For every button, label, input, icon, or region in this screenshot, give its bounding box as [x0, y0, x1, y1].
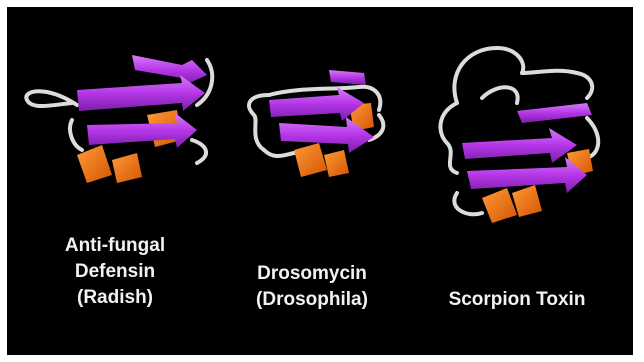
caption-line: Drosomycin	[232, 261, 392, 287]
caption-defensin: Anti-fungal Defensin (Radish)	[35, 233, 195, 311]
drosomycin-protein-structure	[239, 65, 389, 185]
caption-scorpion-toxin: Scorpion Toxin	[427, 287, 607, 313]
caption-line: Scorpion Toxin	[427, 287, 607, 313]
slide-canvas: Anti-fungal Defensin (Radish) Drosomycin…	[7, 7, 633, 355]
scorpion-toxin-protein-structure	[427, 43, 617, 233]
caption-line: (Radish)	[35, 285, 195, 311]
caption-drosomycin: Drosomycin (Drosophila)	[232, 261, 392, 313]
caption-line: Anti-fungal	[35, 233, 195, 259]
caption-line: Defensin	[35, 259, 195, 285]
defensin-protein-structure	[17, 45, 227, 195]
caption-line: (Drosophila)	[232, 287, 392, 313]
